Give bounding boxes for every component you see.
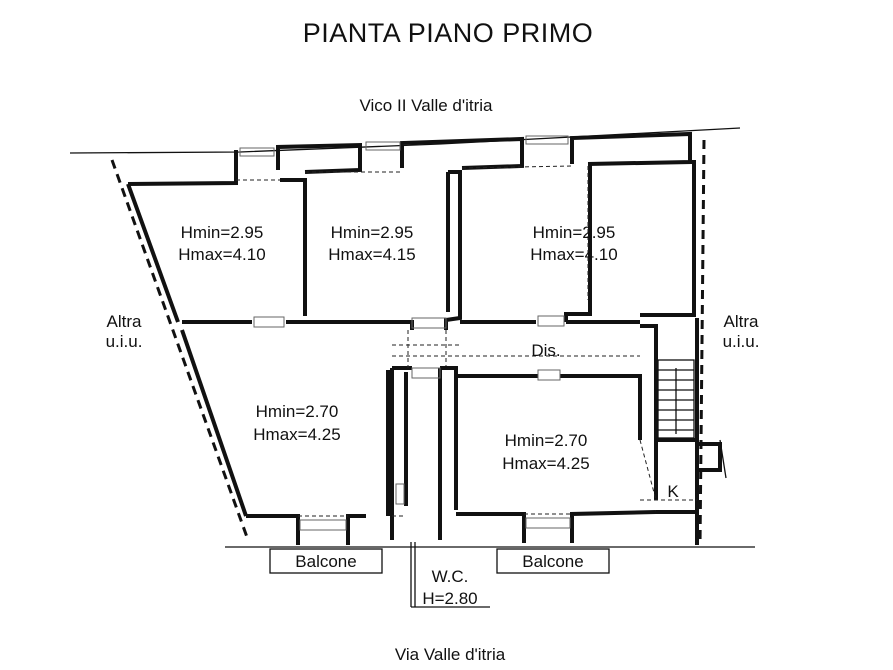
plan-title: PIANTA PIANO PRIMO (303, 18, 594, 48)
neighbor-left: Altra u.i.u. (106, 312, 143, 351)
room-5: Hmin=2.70 Hmax=4.25 (502, 431, 589, 473)
room-2-hmax: Hmax=4.15 (328, 245, 415, 264)
disimpegno-label: Dis. (531, 341, 560, 360)
room-3: Hmin=2.95 Hmax=4.10 (530, 223, 617, 264)
exterior-walls (126, 131, 699, 545)
room-5-hmax: Hmax=4.25 (502, 454, 589, 473)
room-2-hmin: Hmin=2.95 (331, 223, 414, 242)
north-street-label: Vico II Valle d'itria (359, 96, 493, 115)
neighbor-left-line1: Altra (107, 312, 143, 331)
room-2: Hmin=2.95 Hmax=4.15 (328, 223, 415, 264)
south-street-label: Via Valle d'itria (395, 645, 506, 664)
balconies: Balcone Balcone (269, 548, 610, 574)
neighbor-right-line1: Altra (724, 312, 760, 331)
balcony-label-right: Balcone (522, 552, 583, 571)
room-4: Hmin=2.70 Hmax=4.25 (253, 402, 340, 444)
wc-label: W.C. (432, 567, 469, 586)
room-4-hmax: Hmax=4.25 (253, 425, 340, 444)
neighbor-left-line2: u.i.u. (106, 332, 143, 351)
interior-walls (182, 164, 727, 540)
room-1: Hmin=2.95 Hmax=4.10 (178, 223, 265, 264)
room-3-hmax: Hmax=4.10 (530, 245, 617, 264)
kitchen-label: K (667, 482, 679, 501)
neighbor-right-line2: u.i.u. (723, 332, 760, 351)
room-1-hmin: Hmin=2.95 (181, 223, 264, 242)
balcony-label-left: Balcone (295, 552, 356, 571)
wc-shaft: W.C. H=2.80 (410, 542, 490, 608)
neighbor-right: Altra u.i.u. (723, 312, 760, 351)
room-1-hmax: Hmax=4.10 (178, 245, 265, 264)
staircase (657, 359, 695, 439)
windows (239, 135, 571, 531)
room-5-hmin: Hmin=2.70 (505, 431, 588, 450)
room-4-hmin: Hmin=2.70 (256, 402, 339, 421)
wc-height-label: H=2.80 (422, 589, 477, 608)
room-3-hmin: Hmin=2.95 (533, 223, 616, 242)
door-openings (236, 165, 697, 517)
